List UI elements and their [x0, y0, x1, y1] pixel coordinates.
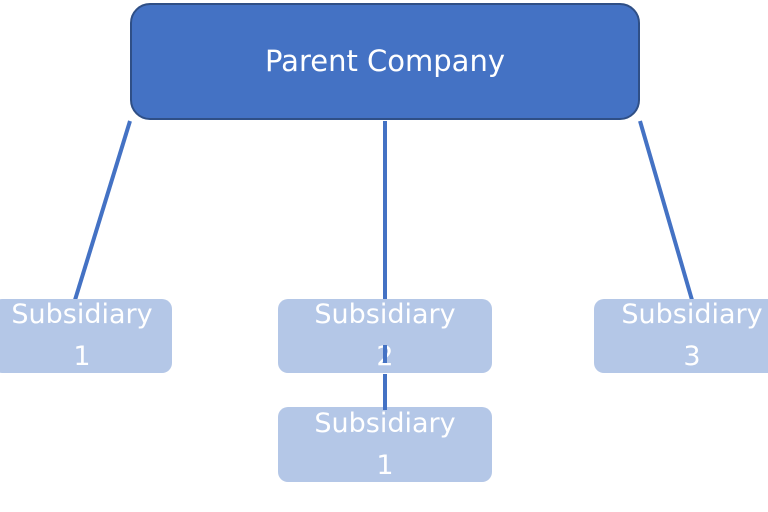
subsidiary-node-2: Subsidiary 2: [278, 299, 492, 373]
subsidiary-node-1: Subsidiary 1: [0, 299, 172, 373]
subsidiary-label: Subsidiary: [314, 407, 456, 439]
subsidiary-label: Subsidiary: [621, 299, 763, 331]
parent-company-label: Parent Company: [264, 44, 505, 79]
subsidiary-node-3: Subsidiary 3: [594, 299, 768, 373]
subsidiary-label: Subsidiary: [11, 299, 153, 331]
connector-subsidiary-2-to-child-upper: [383, 345, 387, 363]
connector-subsidiary-2-to-child-lower: [383, 374, 387, 410]
subsidiary-number: 1: [73, 341, 91, 372]
subsidiary-number: 1: [376, 449, 394, 481]
connector-parent-to-subsidiary-3: [638, 120, 694, 301]
sub-subsidiary-node: Subsidiary 1: [278, 407, 492, 482]
connector-parent-to-subsidiary-1: [73, 120, 132, 301]
subsidiary-label: Subsidiary: [314, 299, 456, 331]
subsidiary-number: 3: [683, 341, 701, 372]
parent-company-node: Parent Company: [130, 3, 640, 120]
